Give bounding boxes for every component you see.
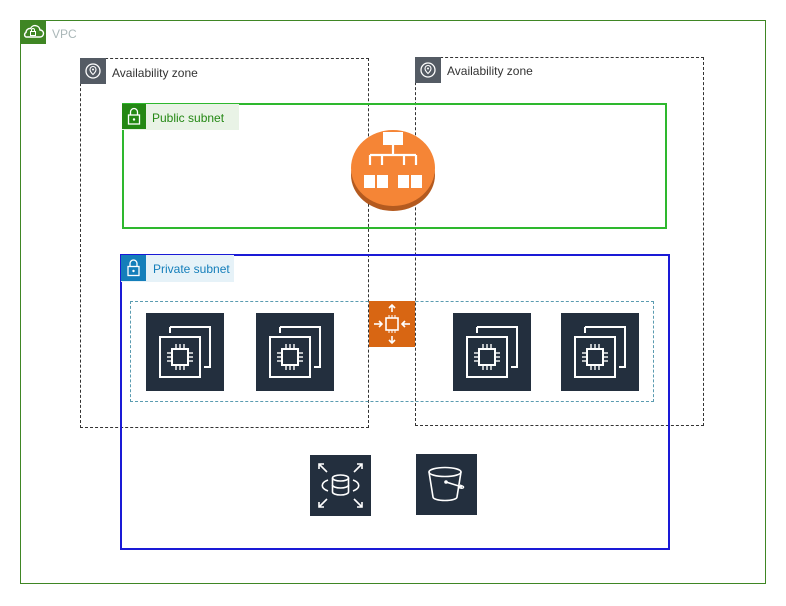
ec2-instance-icon	[561, 313, 639, 391]
load-balancer-icon	[350, 127, 436, 213]
lock-icon	[121, 255, 146, 281]
rds-database-icon	[310, 455, 371, 516]
lock-icon	[122, 104, 146, 129]
auto-scaling-icon	[369, 301, 415, 347]
location-pin-icon	[415, 57, 441, 83]
private-subnet	[120, 254, 670, 550]
cloud-lock-icon	[20, 20, 46, 44]
public-subnet	[122, 103, 667, 229]
availability-zone-label: Availability zone	[447, 64, 533, 78]
location-pin-icon	[80, 58, 106, 84]
ec2-instance-icon	[256, 313, 334, 391]
availability-zone-2	[415, 57, 704, 426]
vpc-group	[20, 20, 766, 584]
availability-zone-label: Availability zone	[112, 66, 198, 80]
availability-zone-1	[80, 58, 369, 428]
public-subnet-label: Public subnet	[152, 111, 225, 125]
ec2-instance-icon	[453, 313, 531, 391]
s3-bucket-icon	[416, 454, 477, 515]
private-subnet-label: Private subnet	[153, 262, 230, 276]
ec2-instance-icon	[146, 313, 224, 391]
vpc-label: VPC	[52, 27, 77, 41]
